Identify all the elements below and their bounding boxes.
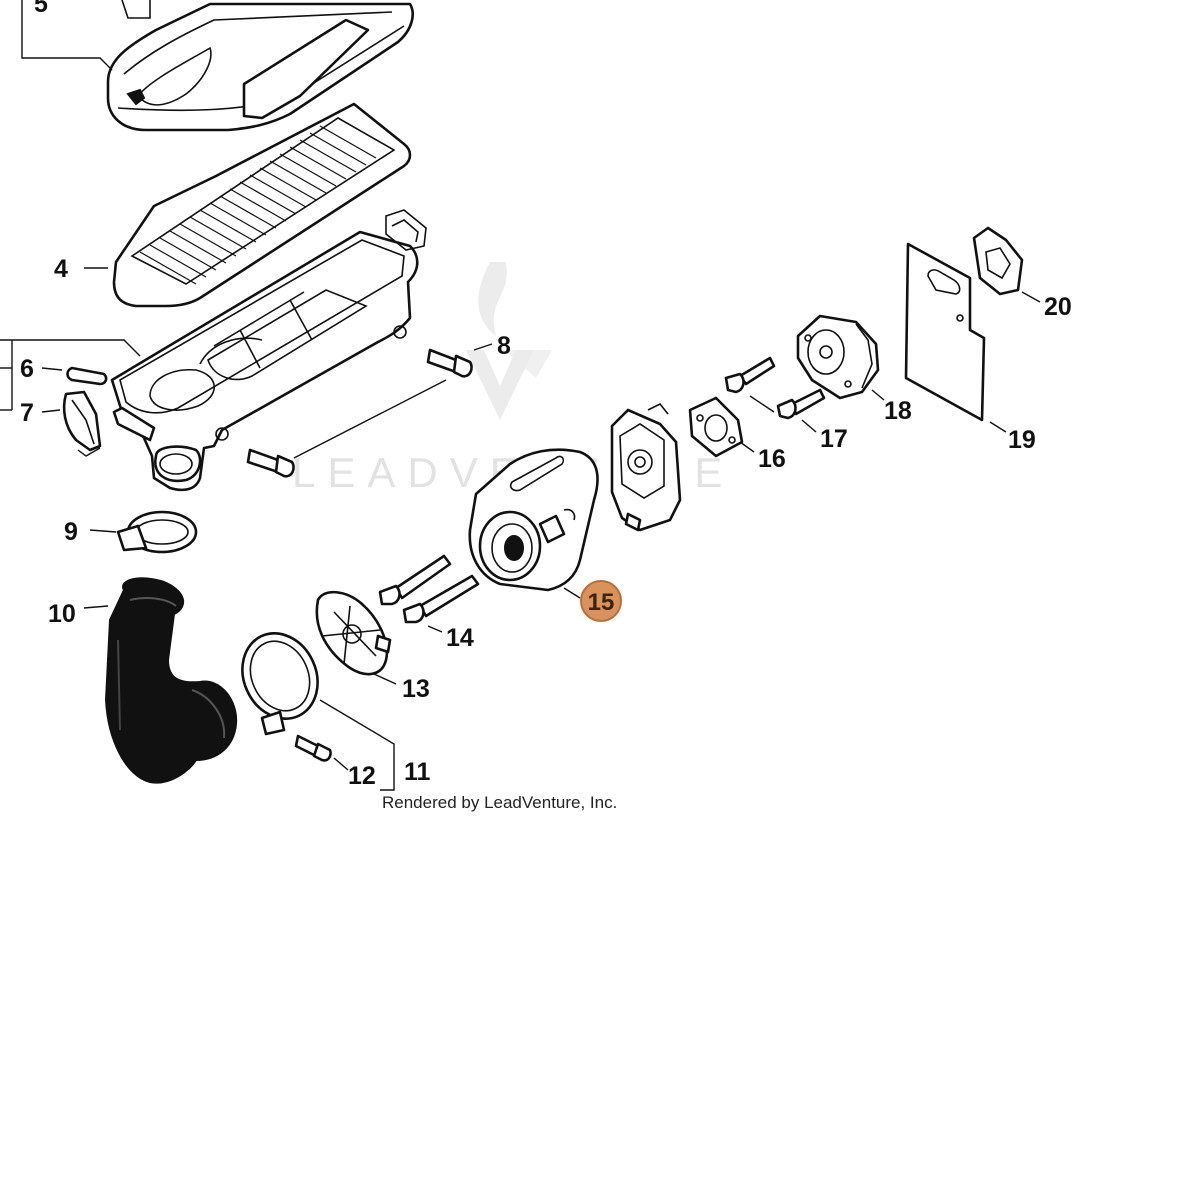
highlight-badge [580,580,622,622]
callout-7[interactable]: 7 [20,399,34,427]
part-4-air-filter [112,102,412,308]
leader-lines [0,0,1041,771]
part-15-intake-adapter [468,448,599,592]
part-14-bolts [378,554,480,624]
callout-20[interactable]: 20 [1044,293,1072,321]
part-19-flat-gasket [904,242,986,422]
callout-13[interactable]: 13 [402,675,430,703]
callout-8[interactable]: 8 [497,332,511,360]
callout-12[interactable]: 12 [348,762,376,790]
filter-base-housing [110,209,427,492]
callout-labels: 5 4 6 7 8 9 10 11 12 13 14 15 16 17 18 1… [20,0,1072,790]
part-20-small-gasket [972,226,1024,296]
callout-6[interactable]: 6 [20,355,34,383]
filter-pleats [139,125,377,285]
part-18-spacer [796,314,880,400]
carburetor [610,402,682,532]
callout-4[interactable]: 4 [54,255,68,283]
part-13-spider-plate [315,590,392,676]
callout-17[interactable]: 17 [820,425,848,453]
part-9-hose-clamp [116,510,198,554]
callout-5[interactable]: 5 [34,0,48,18]
part-16-gasket [688,396,744,458]
callout-15-highlight[interactable]: 15 [580,580,622,622]
callout-14[interactable]: 14 [446,624,474,652]
callout-18[interactable]: 18 [884,397,912,425]
callout-16[interactable]: 16 [758,445,786,473]
part-10-elbow-hose [104,577,238,784]
callout-19[interactable]: 19 [1008,426,1036,454]
callout-9[interactable]: 9 [64,518,78,546]
part-5-filter-cover [106,0,414,132]
callout-11[interactable]: 11 [404,758,431,786]
part-6-pin [66,366,108,386]
part-11-band-clamp [241,632,395,791]
callout-15[interactable]: 15 [588,589,615,616]
watermark-logo-icon [466,262,552,420]
part-7-clip [62,390,102,452]
callout-10[interactable]: 10 [48,600,76,628]
part-12-screw [294,734,332,762]
render-credit: Rendered by LeadVenture, Inc. [382,793,617,812]
part-17-screws [724,356,826,420]
part-8-screws [246,348,473,478]
